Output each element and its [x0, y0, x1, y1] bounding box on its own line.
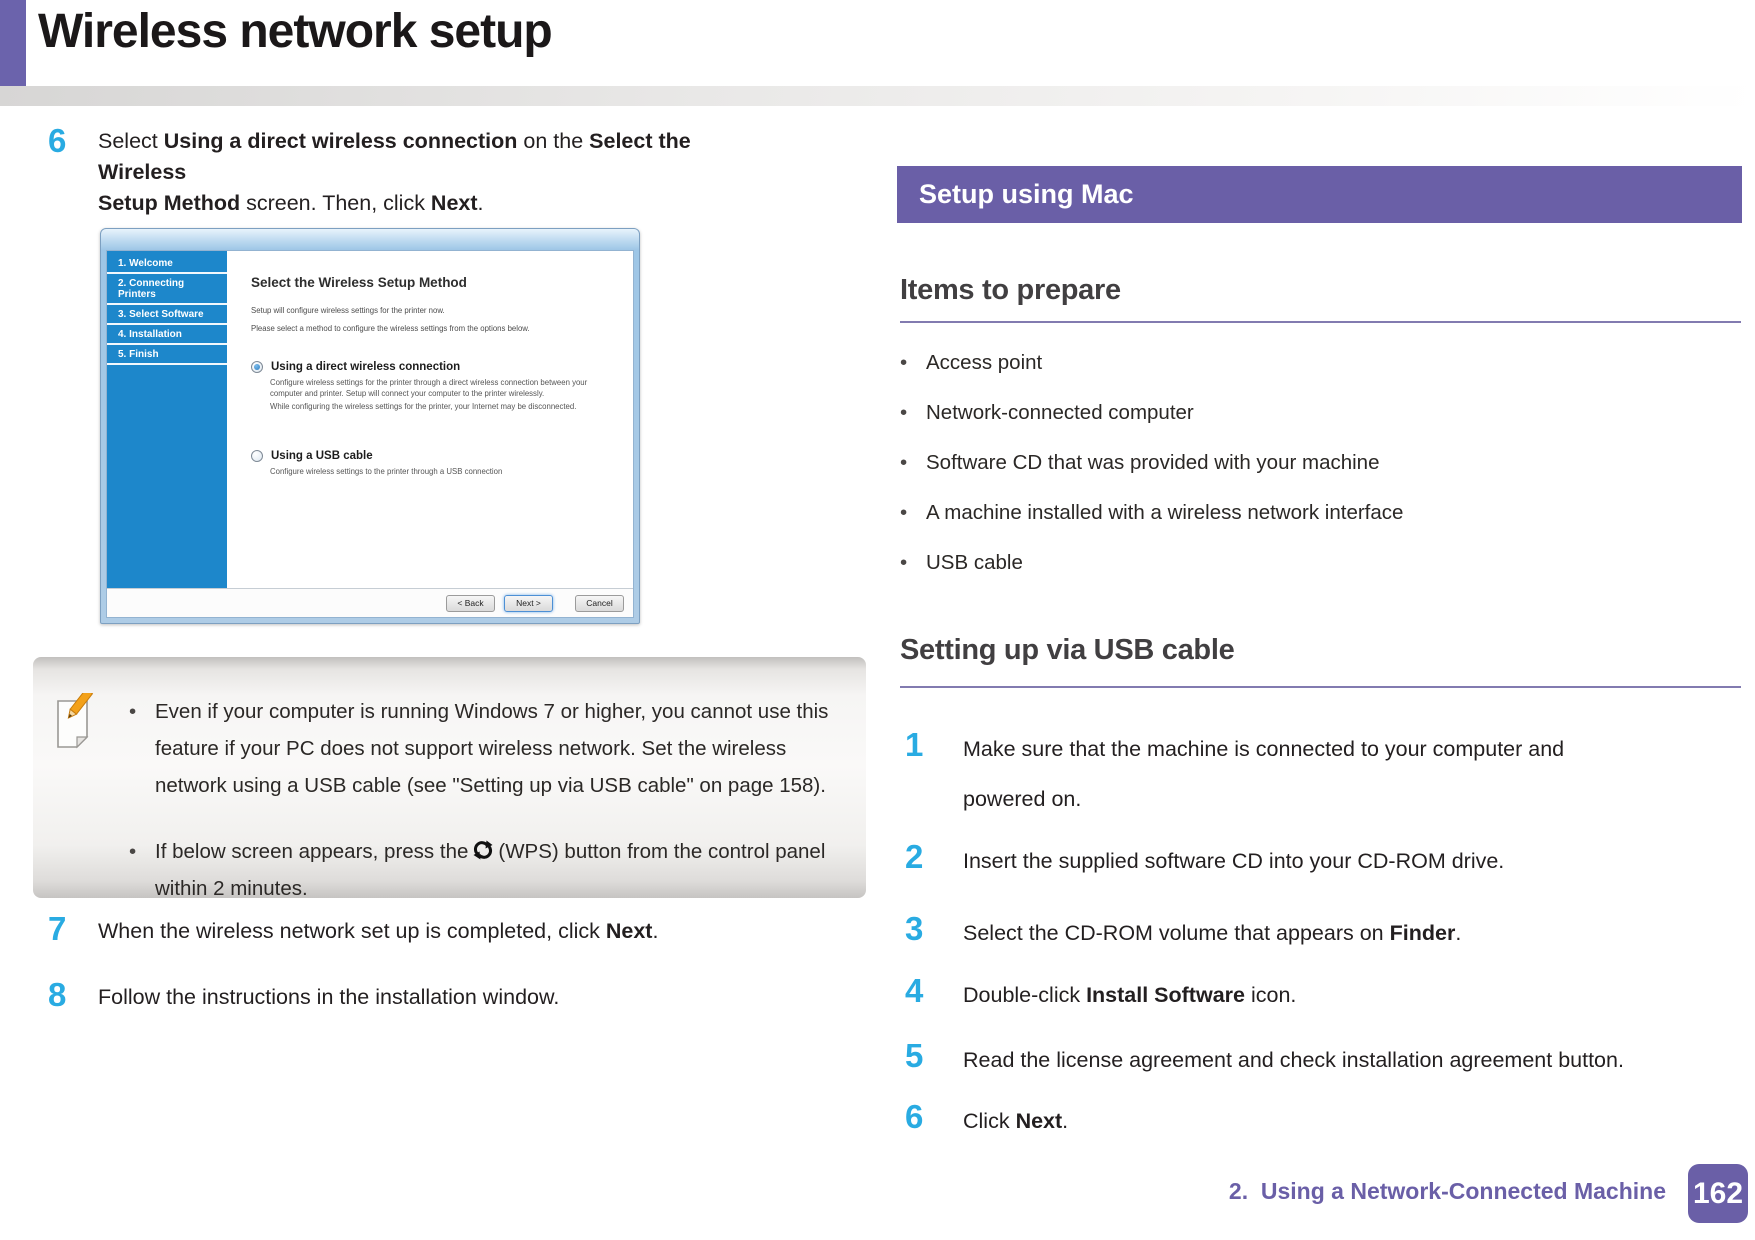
note-box: Even if your computer is running Windows… — [33, 657, 866, 900]
wizard-intro-2: Please select a method to configure the … — [251, 324, 530, 333]
heading-rule-2 — [900, 686, 1741, 688]
back-button[interactable]: < Back — [446, 594, 495, 612]
cancel-button[interactable]: Cancel — [575, 594, 624, 612]
option-usb-cable-desc: Configure wireless settings to the print… — [270, 466, 503, 476]
radio-direct-wireless[interactable]: Using a direct wireless connection — [251, 361, 621, 373]
usb-step-3-text: Select the CD-ROM volume that appears on… — [963, 921, 1462, 945]
option-direct-wireless: Using a direct wireless connection Confi… — [251, 361, 621, 412]
note-pencil-icon — [51, 688, 97, 756]
page-number-badge: 162 — [1688, 1164, 1748, 1223]
usb-step-number-3: 3 — [905, 910, 924, 947]
step-6-text: Select Using a direct wireless connectio… — [98, 129, 691, 215]
wizard-body: 1. Welcome 2. Connecting Printers 3. Sel… — [106, 250, 634, 618]
usb-cable-heading: Setting up via USB cable — [900, 634, 1235, 666]
option-usb-cable-label: Using a USB cable — [271, 449, 373, 462]
step-8-text: Follow the instructions in the installat… — [98, 985, 560, 1009]
wizard-button-bar: < Back Next > Cancel — [107, 588, 633, 617]
prepare-item-access-point: Access point — [900, 338, 1700, 388]
prepare-item-network-computer: Network-connected computer — [900, 388, 1700, 438]
heading-rule — [900, 321, 1741, 323]
next-button[interactable]: Next > — [504, 594, 553, 612]
wps-icon — [473, 840, 493, 860]
option-direct-wireless-label: Using a direct wireless connection — [271, 361, 461, 373]
page-title: Wireless network setup — [38, 5, 553, 58]
items-to-prepare-heading: Items to prepare — [900, 274, 1121, 306]
wizard-heading: Select the Wireless Setup Method — [251, 275, 467, 290]
radio-unselected-icon[interactable] — [251, 449, 263, 462]
sidebar-step-connecting-printers: 2. Connecting Printers — [107, 274, 227, 305]
usb-step-5-text: Read the license agreement and check ins… — [963, 1048, 1624, 1072]
wizard-content: Select the Wireless Setup Method Setup w… — [227, 251, 633, 588]
step-number-6: 6 — [48, 122, 67, 159]
note-bullet-2: If below screen appears, press the(WPS) … — [121, 833, 841, 907]
wizard-sidebar: 1. Welcome 2. Connecting Printers 3. Sel… — [107, 251, 227, 588]
usb-step-number-5: 5 — [905, 1037, 924, 1074]
step-number-7: 7 — [48, 910, 67, 947]
sidebar-step-select-software: 3. Select Software — [107, 305, 227, 325]
prepare-item-wireless-interface: A machine installed with a wireless netw… — [900, 488, 1700, 538]
option-direct-wireless-desc: Configure wireless settings for the prin… — [270, 378, 588, 399]
sidebar-step-installation: 4. Installation — [107, 325, 227, 345]
sidebar-step-welcome: 1. Welcome — [107, 254, 227, 274]
radio-selected-icon[interactable] — [251, 361, 263, 373]
section-banner-setup-using-mac: Setup using Mac — [897, 166, 1742, 223]
prepare-item-software-cd: Software CD that was provided with your … — [900, 438, 1700, 488]
header-rule — [0, 86, 1755, 106]
sidebar-step-finish: 5. Finish — [107, 345, 227, 365]
option-direct-wireless-note: While configuring the wireless settings … — [270, 401, 577, 411]
wizard-window: 1. Welcome 2. Connecting Printers 3. Sel… — [100, 228, 640, 624]
usb-step-1-text: Make sure that the machine is connected … — [963, 737, 1565, 811]
step-number-8: 8 — [48, 976, 67, 1013]
usb-step-4-text: Double-click Install Software icon. — [963, 983, 1297, 1007]
usb-step-number-6: 6 — [905, 1098, 924, 1135]
step-7-text: When the wireless network set up is comp… — [98, 919, 659, 943]
prepare-list: Access point Network-connected computer … — [900, 338, 1700, 588]
option-usb-cable: Using a USB cable Configure wireless set… — [251, 449, 621, 477]
prepare-item-usb-cable: USB cable — [900, 538, 1700, 588]
usb-step-6-text: Click Next. — [963, 1109, 1069, 1133]
note-bullet-1: Even if your computer is running Windows… — [121, 693, 841, 804]
usb-step-2-text: Insert the supplied software CD into you… — [963, 849, 1505, 873]
footer-chapter: 2. Using a Network-Connected Machine — [1228, 1178, 1666, 1204]
header-accent-bar — [0, 0, 26, 97]
usb-step-number-2: 2 — [905, 838, 924, 875]
usb-step-number-4: 4 — [905, 972, 924, 1009]
wizard-intro-1: Setup will configure wireless settings f… — [251, 306, 445, 315]
radio-usb-cable[interactable]: Using a USB cable — [251, 449, 621, 462]
usb-step-number-1: 1 — [905, 726, 924, 763]
